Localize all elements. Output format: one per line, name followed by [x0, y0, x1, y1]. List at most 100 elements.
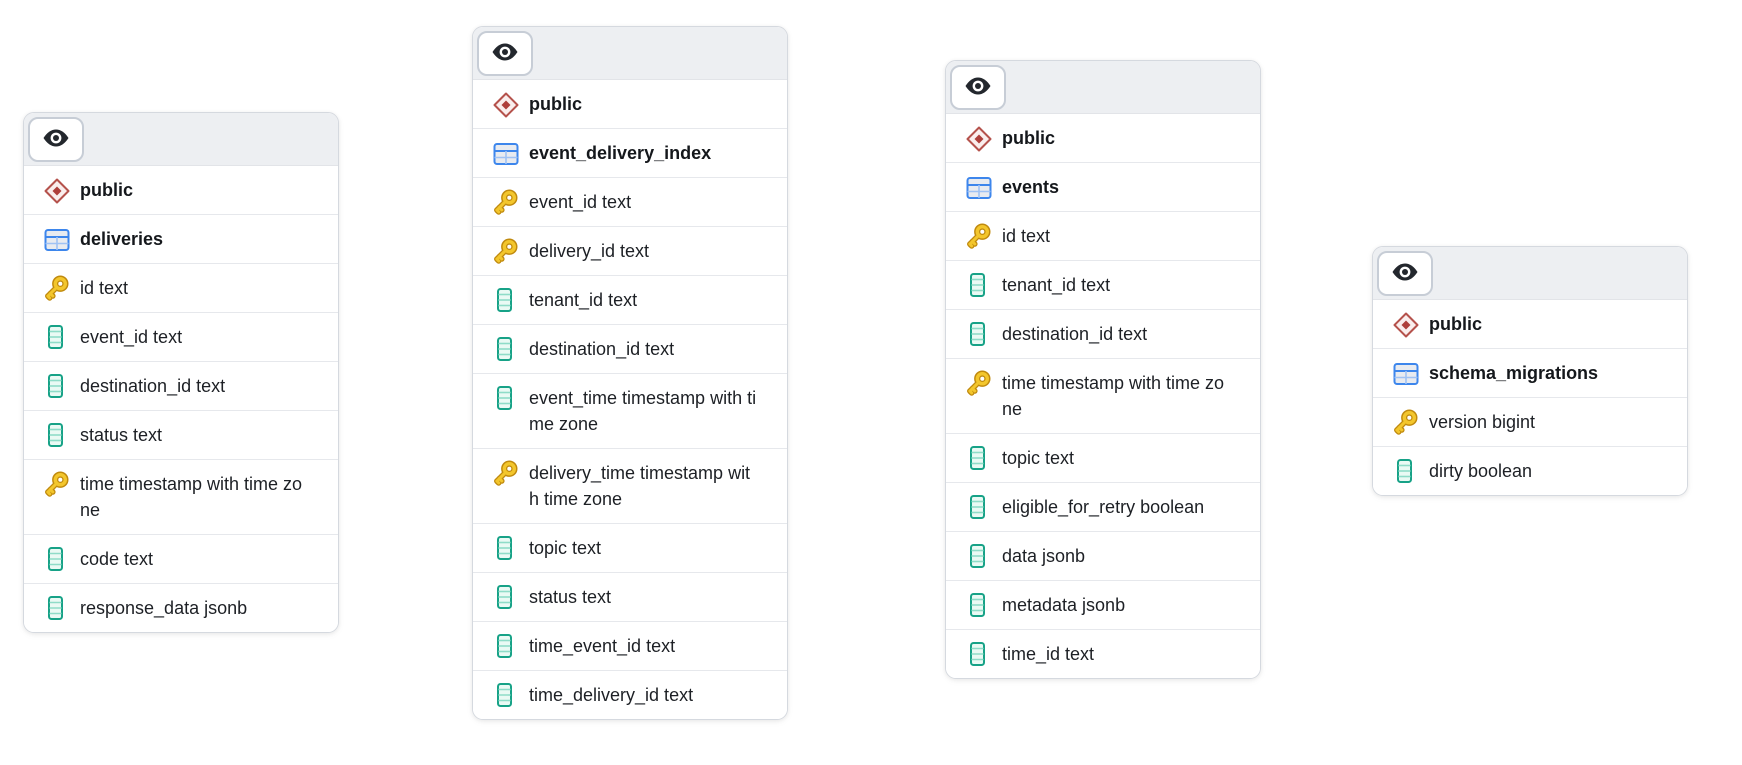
column-row-icon-cell	[964, 359, 1002, 397]
column-row: time timestamp with time zone	[24, 459, 338, 534]
column-row-icon-cell	[491, 622, 529, 660]
card-header	[946, 61, 1260, 114]
schema-row-label: public	[80, 180, 133, 200]
column-row-icon-cell	[491, 325, 529, 363]
column-row-label: delivery_id text	[529, 241, 650, 261]
toggle-visibility-button[interactable]	[950, 65, 1006, 110]
column-row-label: time timestamp with time zone	[80, 474, 303, 520]
column-row: response_data jsonb	[24, 583, 338, 632]
column-row-label: time_event_id text	[529, 636, 676, 656]
eye-icon	[41, 123, 71, 156]
eye-icon	[1390, 257, 1420, 290]
schema-row-icon-cell	[491, 80, 529, 120]
table-card-deliveries[interactable]: public deliveries id text event_id text …	[23, 112, 339, 633]
column-row-label: response_data jsonb	[80, 598, 248, 618]
table-card-events[interactable]: public events id text tenant_id text des…	[945, 60, 1261, 679]
column-row-label: destination_id text	[529, 339, 675, 359]
schema-diamond-icon	[1391, 310, 1429, 340]
column-row-icon-cell	[491, 573, 529, 611]
column-row-label: destination_id text	[80, 376, 226, 396]
table-name-row-icon-cell	[42, 215, 80, 255]
column-row: delivery_id text	[473, 226, 787, 275]
column-icon	[42, 545, 80, 573]
column-row-label: status text	[529, 587, 612, 607]
schema-row-label: public	[1002, 128, 1055, 148]
column-row: destination_id text	[24, 361, 338, 410]
column-row-label: code text	[80, 549, 154, 569]
column-row: time_delivery_id text	[473, 670, 787, 719]
table-card-event_delivery_index[interactable]: public event_delivery_index event_id tex…	[472, 26, 788, 720]
schema-row: public	[946, 114, 1260, 162]
schema-diamond-icon	[491, 90, 529, 120]
column-row-icon-cell	[964, 310, 1002, 348]
column-row-label: eligible_for_retry boolean	[1002, 497, 1205, 517]
toggle-visibility-button[interactable]	[28, 117, 84, 162]
table-icon	[491, 139, 529, 169]
schema-row-icon-cell	[1391, 300, 1429, 340]
schema-row-icon-cell	[42, 166, 80, 206]
schema-row: public	[24, 166, 338, 214]
column-row-label: data jsonb	[1002, 546, 1086, 566]
column-icon	[491, 286, 529, 314]
table-name-row-label: events	[1002, 177, 1060, 197]
toggle-visibility-button[interactable]	[1377, 251, 1433, 296]
column-row: tenant_id text	[946, 260, 1260, 309]
column-row: id text	[24, 263, 338, 312]
column-row-icon-cell	[491, 524, 529, 562]
column-row: version bigint	[1373, 397, 1687, 446]
column-row-icon-cell	[964, 261, 1002, 299]
column-row-icon-cell	[491, 178, 529, 216]
column-row: status text	[473, 572, 787, 621]
column-icon	[1391, 457, 1429, 485]
column-row-icon-cell	[491, 374, 529, 412]
key-icon	[491, 237, 529, 265]
column-icon	[42, 372, 80, 400]
column-row-icon-cell	[964, 630, 1002, 668]
column-row: eligible_for_retry boolean	[946, 482, 1260, 531]
schema-row: public	[1373, 300, 1687, 348]
card-header	[24, 113, 338, 166]
column-row-icon-cell	[42, 411, 80, 449]
column-icon	[964, 542, 1002, 570]
column-row-label: time timestamp with time zone	[1002, 373, 1225, 419]
column-row-label: topic text	[1002, 448, 1075, 468]
schema-diamond-icon	[42, 176, 80, 206]
column-row-label: tenant_id text	[529, 290, 638, 310]
key-icon	[964, 222, 1002, 250]
column-icon	[491, 681, 529, 709]
table-name-row: event_delivery_index	[473, 128, 787, 177]
toggle-visibility-button[interactable]	[477, 31, 533, 76]
column-row: time_id text	[946, 629, 1260, 678]
table-name-row: deliveries	[24, 214, 338, 263]
column-row: event_id text	[473, 177, 787, 226]
column-row-icon-cell	[42, 362, 80, 400]
column-icon	[491, 583, 529, 611]
table-name-row: events	[946, 162, 1260, 211]
table-name-row-label: event_delivery_index	[529, 143, 712, 163]
column-row: destination_id text	[473, 324, 787, 373]
column-row: id text	[946, 211, 1260, 260]
column-row-label: topic text	[529, 538, 602, 558]
table-name-row-icon-cell	[1391, 349, 1429, 389]
schema-row: public	[473, 80, 787, 128]
column-row-icon-cell	[42, 264, 80, 302]
column-row: destination_id text	[946, 309, 1260, 358]
column-row-icon-cell	[964, 483, 1002, 521]
column-row-icon-cell	[964, 434, 1002, 472]
column-row: dirty boolean	[1373, 446, 1687, 495]
column-row-icon-cell	[964, 581, 1002, 619]
card-header	[1373, 247, 1687, 300]
table-name-row: schema_migrations	[1373, 348, 1687, 397]
column-row-label: id text	[80, 278, 129, 298]
column-row: time timestamp with time zone	[946, 358, 1260, 433]
key-icon	[491, 188, 529, 216]
schema-row-label: public	[529, 94, 582, 114]
column-row-label: event_id text	[80, 327, 183, 347]
table-card-schema_migrations[interactable]: public schema_migrations version bigint …	[1372, 246, 1688, 496]
column-icon	[491, 534, 529, 562]
column-icon	[964, 444, 1002, 472]
column-row-label: delivery_time timestamp with time zone	[529, 463, 751, 509]
table-name-row-label: schema_migrations	[1429, 363, 1599, 383]
key-icon	[964, 369, 1002, 397]
